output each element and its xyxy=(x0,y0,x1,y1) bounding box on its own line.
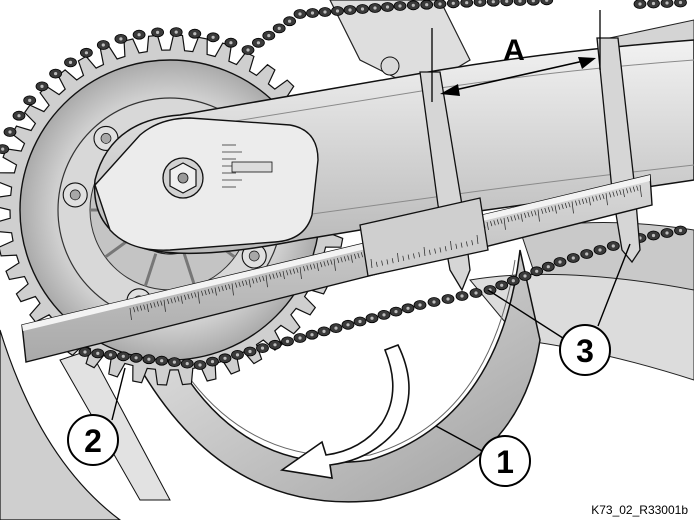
callout-3: 3 xyxy=(559,324,611,376)
callout-1-label: 1 xyxy=(496,444,514,480)
chain-adjuster-plate xyxy=(94,117,319,251)
callout-2: 2 xyxy=(67,414,119,466)
rotation-direction-arrow xyxy=(279,343,410,479)
callout-3-label: 3 xyxy=(576,333,594,369)
vernier-caliper xyxy=(21,37,653,363)
figure-code: K73_02_R33001b xyxy=(591,503,688,517)
caliper-slider xyxy=(359,197,489,277)
dimension-a-annotation: A xyxy=(431,10,601,102)
callout-2-label: 2 xyxy=(84,423,102,459)
dimension-a-label: A xyxy=(503,34,525,67)
drive-chain xyxy=(0,0,687,370)
callout-leaders xyxy=(111,243,631,453)
callout-1: 1 xyxy=(479,435,531,487)
tire xyxy=(118,249,541,503)
